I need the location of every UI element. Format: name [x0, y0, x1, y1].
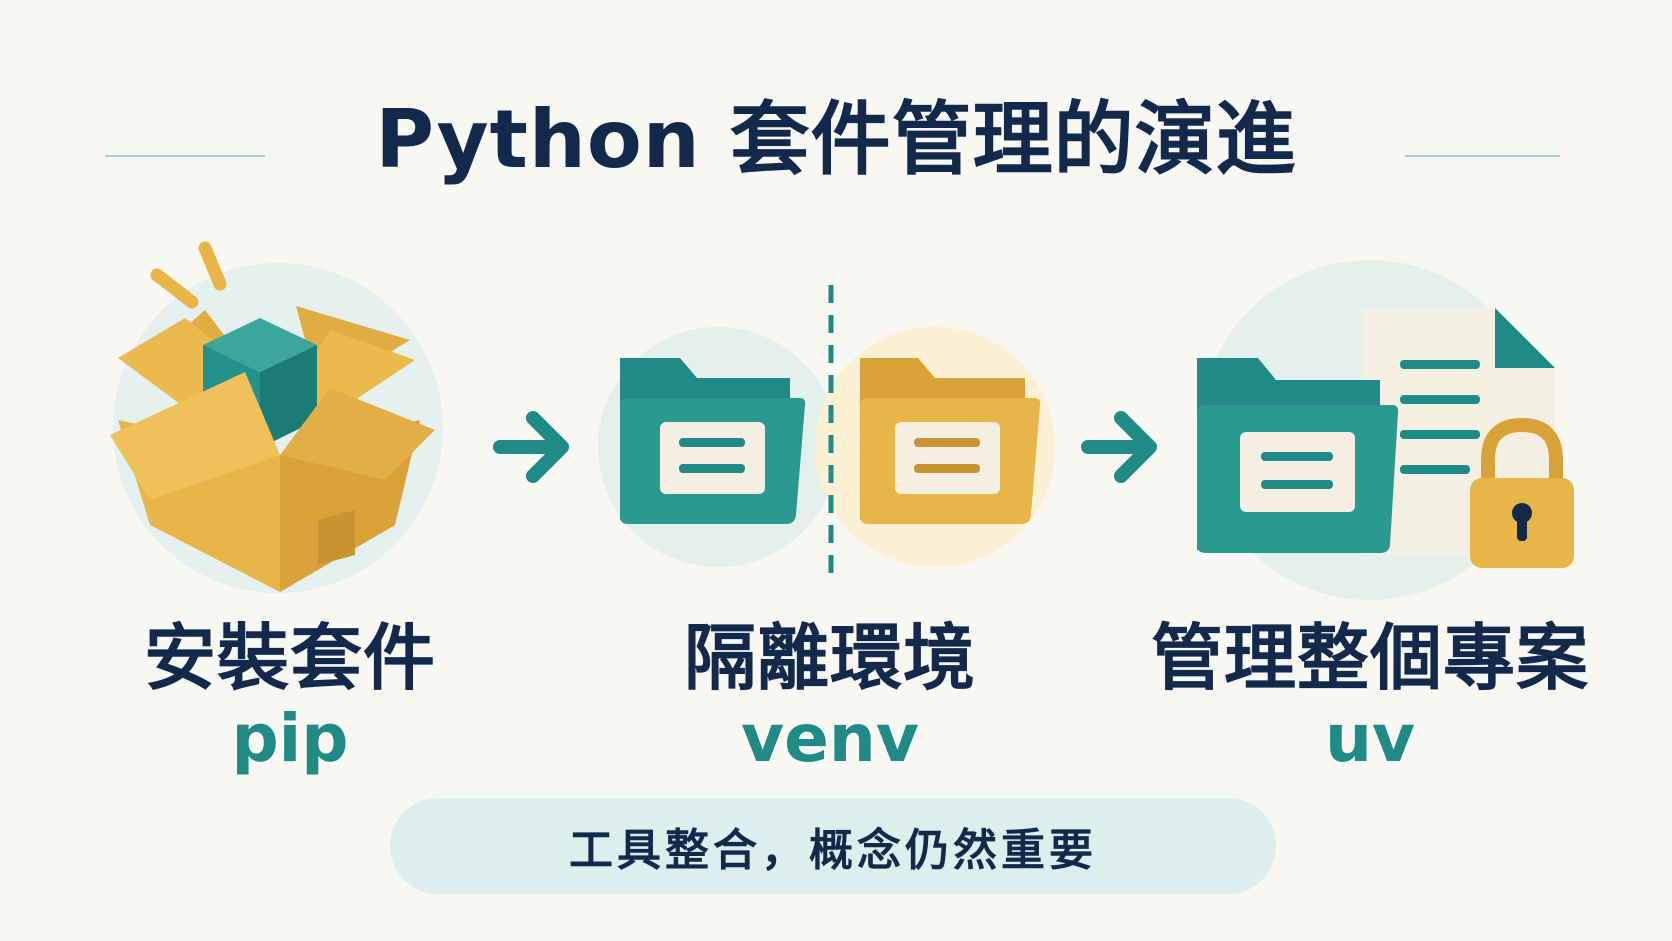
project-folder-lock-icon	[1197, 260, 1574, 600]
arrow-right-icon	[493, 411, 569, 483]
arrow-right-icon	[1081, 411, 1157, 483]
isolated-folders-icon	[598, 285, 1055, 585]
step-3-tool: uv	[1324, 700, 1415, 777]
step-1-title: 安裝套件	[143, 616, 436, 700]
summary-banner-text: 工具整合，概念仍然重要	[569, 825, 1097, 876]
title-divider-left	[105, 155, 265, 157]
step-2-tool: venv	[741, 700, 919, 777]
step-3-title: 管理整個專案	[1150, 616, 1589, 700]
summary-banner: 工具整合，概念仍然重要	[390, 798, 1276, 894]
title-divider-right	[1405, 155, 1560, 157]
step-1-tool: pip	[231, 700, 349, 777]
step-2-title: 隔離環境	[683, 616, 976, 700]
page-title: Python 套件管理的演進	[375, 93, 1297, 186]
package-box-icon	[110, 241, 443, 593]
